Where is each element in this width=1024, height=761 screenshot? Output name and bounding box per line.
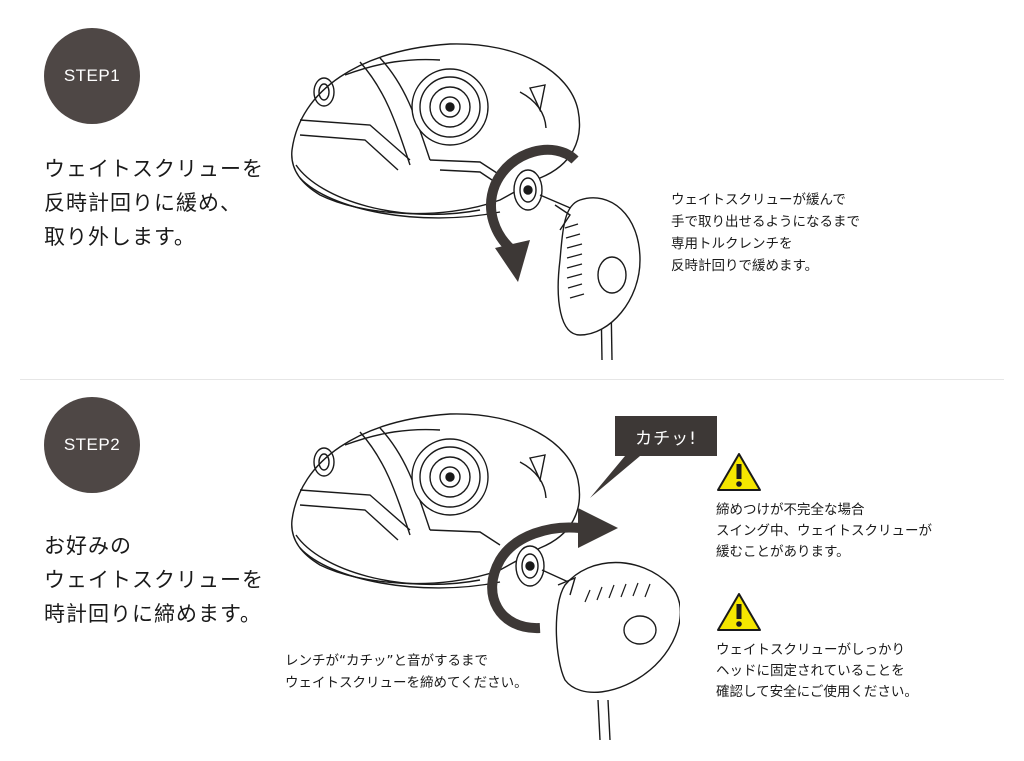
warning-block-1: 締めつけが不完全な場合 スイング中、ウェイトスクリューが 緩むことがあります。 [716,452,932,563]
warning-icon [717,593,761,631]
warning-text-1: 締めつけが不完全な場合 スイング中、ウェイトスクリューが 緩むことがあります。 [716,502,932,560]
step2-badge: STEP2 [44,397,140,493]
step2-section: STEP2 お好みの ウェイトスクリューを 時計回りに締めます。 [0,380,1024,761]
step1-note: ウェイトスクリューが緩んで 手で取り出せるようになるまで 専用トルクレンチを 反… [671,192,860,274]
step1-section: STEP1 ウェイトスクリューを 反時計回りに緩め、 取り外します。 [0,0,1024,378]
warning-text-2: ウェイトスクリューがしっかり ヘッドに固定されていることを 確認して安全にご使用… [716,642,918,700]
step2-illustration [291,413,680,741]
warning-icon [717,453,761,491]
warning-block-2: ウェイトスクリューがしっかり ヘッドに固定されていることを 確認して安全にご使用… [716,592,918,703]
step1-badge: STEP1 [44,28,140,124]
step1-instruction: ウェイトスクリューを 反時計回りに緩め、 取り外します。 [44,157,264,249]
step2-instruction: お好みの ウェイトスクリューを 時計回りに締めます。 [44,534,264,626]
section-divider [20,379,1004,380]
step2-note: レンチが“カチッ”と音がするまで ウェイトスクリューを締めてください。 [285,653,528,691]
step1-illustration [291,43,641,361]
click-sound-bubble: カチッ! [615,416,717,456]
